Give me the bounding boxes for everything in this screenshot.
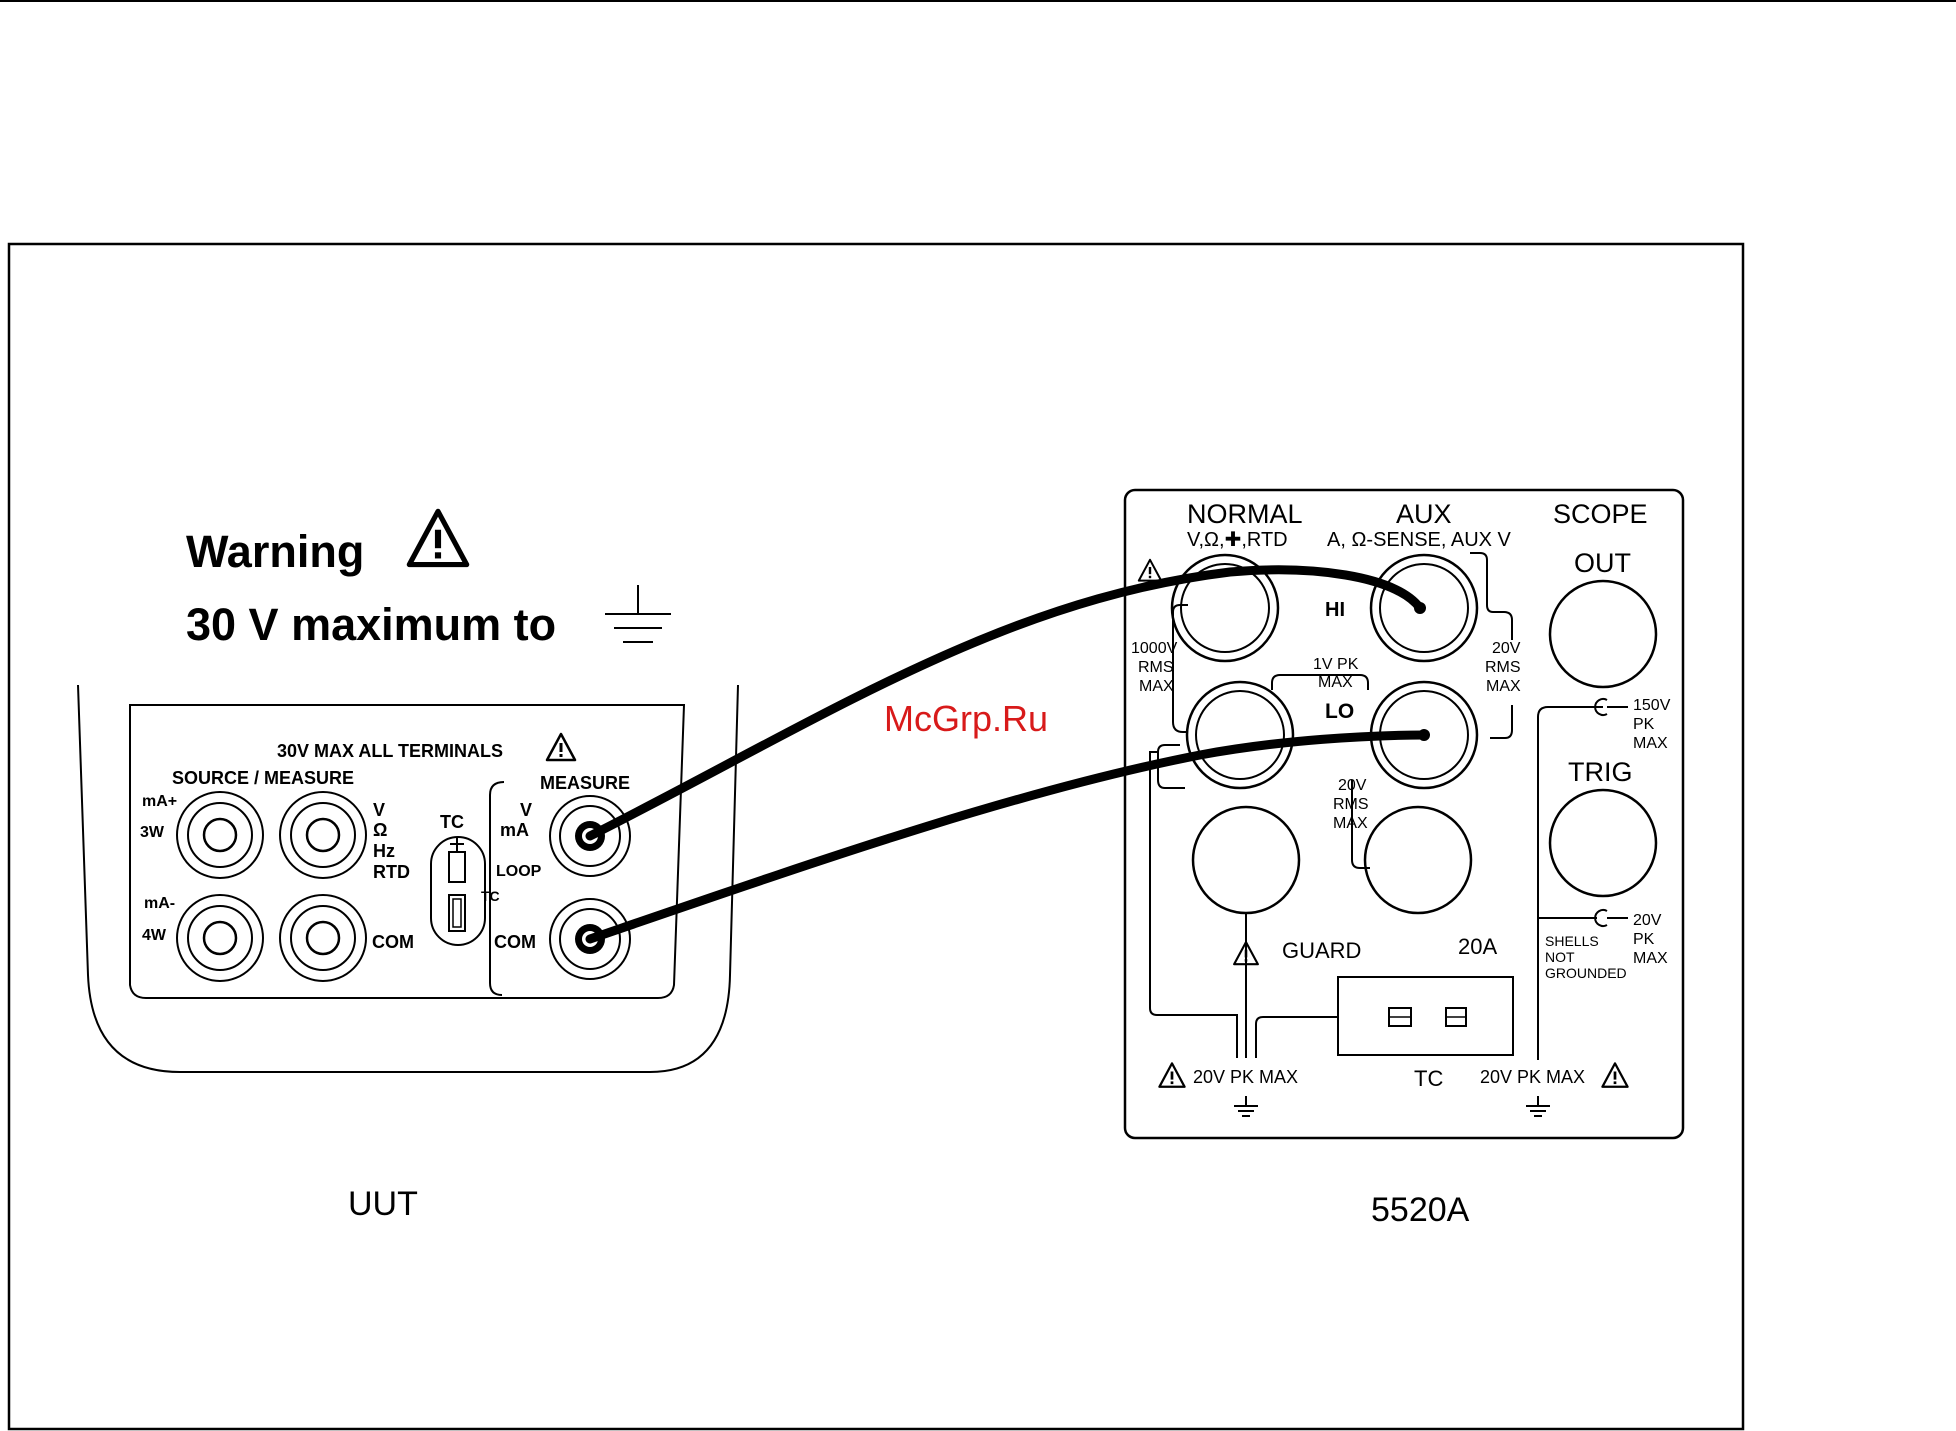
tc-ground-wire <box>1255 1016 1337 1058</box>
scope-out-shell-icon <box>1594 698 1608 716</box>
right-ground-warning-icon <box>1601 1062 1629 1088</box>
rating-20v-lo-3: MAX <box>1333 815 1368 832</box>
watermark: McGrp.Ru <box>884 698 1048 739</box>
lo-aux-bracket <box>1351 780 1370 869</box>
calibrator-tc-label: TC <box>1414 1066 1443 1091</box>
lead-lo-plug <box>1418 729 1430 741</box>
aux-lo-bracket <box>1490 705 1513 739</box>
warning-text: 30 V maximum to <box>186 599 556 650</box>
20a-label: 20A <box>1458 934 1497 959</box>
measure-bracket <box>489 781 505 996</box>
source-measure-label: SOURCE / MEASURE <box>172 768 354 788</box>
20a-jack <box>1363 805 1473 915</box>
panel-warning-icon <box>1137 558 1163 582</box>
aux-shell-bracket <box>1470 552 1513 640</box>
rating-150v-2: PK <box>1633 716 1655 733</box>
shells-label-3: GROUNDED <box>1545 965 1627 981</box>
gnd-right-label: 20V PK MAX <box>1480 1067 1585 1087</box>
out-label: OUT <box>1574 548 1631 578</box>
scope-label: SCOPE <box>1553 499 1648 529</box>
uut-tc-label: TC <box>440 812 464 832</box>
rating-20v-aux-2: RMS <box>1485 659 1521 676</box>
ohm-label: Ω <box>373 820 387 840</box>
warning-icon <box>409 511 466 564</box>
guard-label: GUARD <box>1282 938 1361 963</box>
rating-20v-pk-2: PK <box>1633 931 1655 948</box>
rating-20v-pk-3: MAX <box>1633 950 1668 967</box>
trig-label: TRIG <box>1568 757 1633 787</box>
lead-hi <box>585 565 1425 841</box>
uut-caption: UUT <box>348 1185 418 1223</box>
left-ground-icon <box>1233 1095 1259 1117</box>
com-right-label: COM <box>494 932 536 952</box>
uut-jack-ma-plus <box>176 791 264 879</box>
uut-jack-com <box>279 894 367 982</box>
calibrator-panel <box>1123 488 1685 1140</box>
rating-20v-pk-1: 20V <box>1633 912 1662 929</box>
lead-lo <box>585 730 1429 944</box>
uut-device <box>77 684 739 1073</box>
lo-link-bracket <box>1271 674 1369 690</box>
uut-warning-icon <box>545 732 577 762</box>
uut-jack-ma-minus <box>176 894 264 982</box>
4w-label: 4W <box>142 927 167 944</box>
trig-jack <box>1548 788 1658 898</box>
aux-label: AUX <box>1396 499 1452 529</box>
rating-1000v-1: 1000V <box>1131 640 1178 657</box>
rating-20v-lo-1: 20V <box>1338 777 1367 794</box>
measure-label: MEASURE <box>540 773 630 793</box>
lo-label: LO <box>1325 700 1354 723</box>
aux-hi-jack <box>1369 553 1479 663</box>
tc-socket <box>1337 976 1514 1056</box>
ma-minus-label: mA- <box>144 895 175 912</box>
ma-plus-label: mA+ <box>142 793 177 810</box>
meas-ma-label: mA <box>500 820 529 840</box>
rating-20v-lo-2: RMS <box>1333 796 1369 813</box>
left-ground-warning-icon <box>1158 1062 1186 1088</box>
hi-label: HI <box>1325 599 1345 621</box>
normal-lo-jack <box>1185 680 1295 790</box>
rating-20v-aux-1: 20V <box>1492 640 1521 657</box>
hz-label: Hz <box>373 841 395 861</box>
tc-connector-icon <box>448 838 466 932</box>
rating-150v-3: MAX <box>1633 735 1668 752</box>
3w-label: 3W <box>140 824 165 841</box>
loop-label: LOOP <box>496 863 542 880</box>
uut-header: 30V MAX ALL TERMINALS <box>277 741 503 761</box>
warning-title: Warning <box>186 526 364 577</box>
right-ground-icon <box>1525 1095 1551 1117</box>
rating-150v-1: 150V <box>1633 697 1671 714</box>
normal-hi-jack <box>1170 553 1280 663</box>
trig-shell-icon <box>1594 909 1608 927</box>
guard-wire-left <box>1149 751 1238 1058</box>
tc-small-label: TC <box>481 888 500 904</box>
tc-connector <box>430 836 486 946</box>
tc-socket-icon <box>1388 1007 1467 1027</box>
lead-hi-plug <box>1414 602 1426 614</box>
aux-sub-label: A, Ω-SENSE, AUX V <box>1327 529 1512 551</box>
rating-1000v-3: MAX <box>1139 678 1174 695</box>
normal-sub-label: V,Ω,✚,RTD <box>1187 529 1288 551</box>
rating-1000v-2: RMS <box>1138 659 1174 676</box>
calibrator-caption: 5520A <box>1371 1191 1470 1229</box>
ground-icon <box>605 585 671 643</box>
guard-jack <box>1191 805 1301 915</box>
gnd-left-label: 20V PK MAX <box>1193 1067 1298 1087</box>
rtd-label: RTD <box>373 862 410 882</box>
shells-label-2: NOT <box>1545 949 1575 965</box>
meas-v-label: V <box>520 800 532 820</box>
rating-1vpk-1: 1V PK <box>1313 656 1359 673</box>
rating-20v-aux-3: MAX <box>1486 678 1521 695</box>
scope-shell-wire <box>1537 706 1603 1060</box>
figure-frame <box>7 242 1745 1431</box>
shells-label-1: SHELLS <box>1545 933 1599 949</box>
uut-jack-v-ohm <box>279 791 367 879</box>
com-left-label: COM <box>372 932 414 952</box>
v-label: V <box>373 800 385 820</box>
scope-out-jack <box>1548 579 1658 689</box>
rating-1vpk-2: MAX <box>1318 674 1353 691</box>
normal-label: NORMAL <box>1187 499 1303 529</box>
